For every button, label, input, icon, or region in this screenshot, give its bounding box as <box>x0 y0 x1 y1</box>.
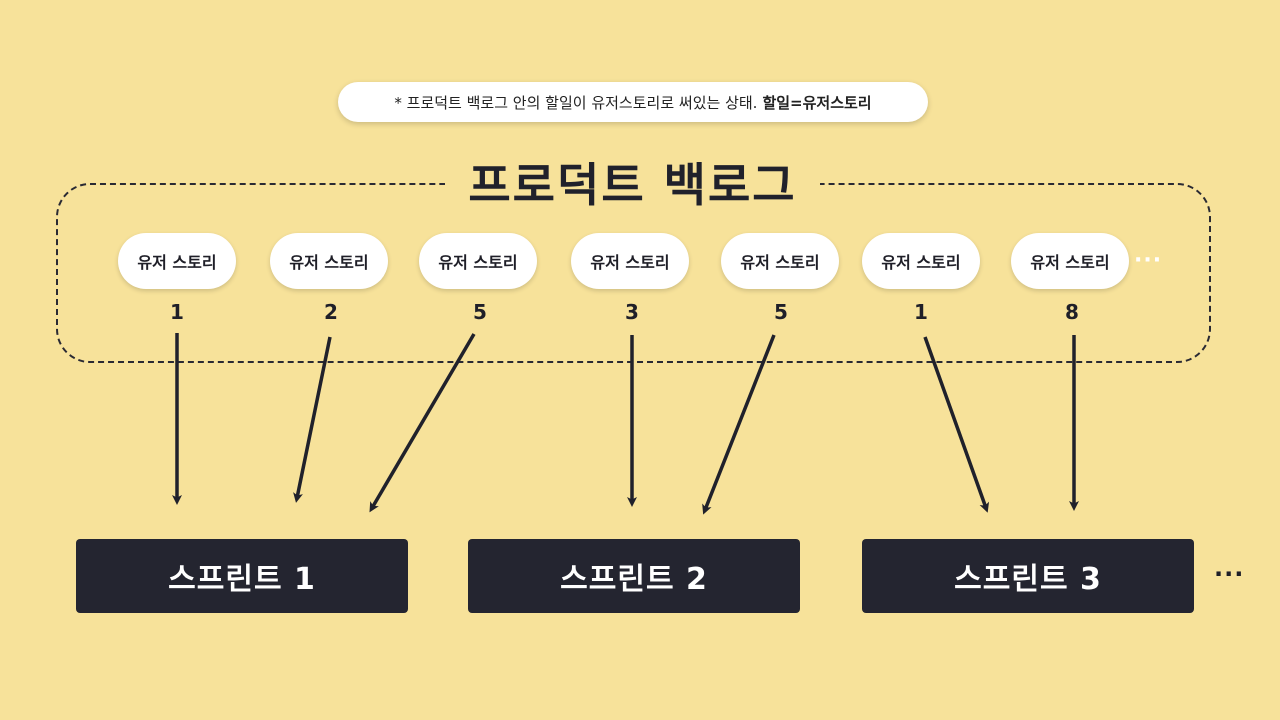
sprint-1-box: 스프린트 1 <box>76 539 408 613</box>
story-points: 2 <box>324 300 338 324</box>
user-story-card: 유저 스토리 <box>419 233 537 289</box>
arrow-story6-to-sprint3 <box>923 336 990 513</box>
story-points: 1 <box>914 300 928 324</box>
story-points: 1 <box>170 300 184 324</box>
arrow-story2-to-sprint1 <box>293 336 332 503</box>
user-story-card: 유저 스토리 <box>862 233 980 289</box>
story-points: 8 <box>1065 300 1079 324</box>
sprint-2-box: 스프린트 2 <box>468 539 800 613</box>
caption-note: * 프로덕트 백로그 안의 할일이 유저스토리로 써있는 상태. 할일=유저스토… <box>338 82 928 122</box>
user-story-card: 유저 스토리 <box>721 233 839 289</box>
story-points: 3 <box>625 300 639 324</box>
product-backlog-title: 프로덕트 백로그 <box>445 150 820 214</box>
caption-text: * 프로덕트 백로그 안의 할일이 유저스토리로 써있는 상태. <box>394 93 758 112</box>
sprint-3-box: 스프린트 3 <box>862 539 1194 613</box>
more-stories-ellipsis: ··· <box>1134 248 1163 273</box>
story-points: 5 <box>473 300 487 324</box>
caption-emphasis: 할일=유저스토리 <box>762 93 872 112</box>
user-story-card: 유저 스토리 <box>118 233 236 289</box>
arrow-story5-to-sprint2 <box>702 334 776 515</box>
arrow-story3-to-sprint1 <box>369 333 476 513</box>
more-sprints-ellipsis: ··· <box>1214 560 1245 588</box>
story-points: 5 <box>774 300 788 324</box>
user-story-card: 유저 스토리 <box>571 233 689 289</box>
user-story-card: 유저 스토리 <box>1011 233 1129 289</box>
user-story-card: 유저 스토리 <box>270 233 388 289</box>
